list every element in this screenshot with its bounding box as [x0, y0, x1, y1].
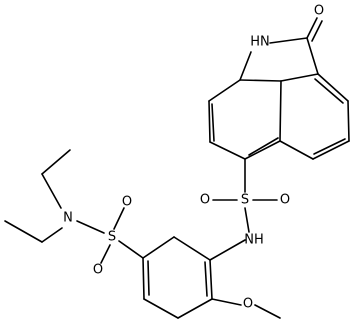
- sulfonyl-2-o-top-label: O: [122, 195, 132, 210]
- ring-bond: [209, 141, 246, 160]
- benzene-bond: [209, 259, 213, 300]
- sulfonyl-2-o-bottom-label: O: [93, 263, 103, 278]
- benzene-bond: [142, 257, 145, 300]
- sulfonyl-bond: [244, 207, 250, 233]
- sulfonyl-bond: [76, 220, 105, 234]
- lactam-bond: [269, 37, 308, 44]
- sulfonyl-2-s-label: S: [108, 230, 116, 245]
- benzene-bond: [173, 236, 211, 261]
- benzene-bond: [147, 260, 150, 296]
- methoxy-bond: [211, 298, 242, 306]
- sulfonyl-1-o-right-label: O: [280, 193, 290, 208]
- ethyl-bond: [41, 227, 63, 243]
- ethyl-bond: [41, 173, 62, 209]
- ring-bond: [208, 100, 211, 143]
- lactam-bond: [239, 51, 252, 81]
- ethyl-bond: [41, 149, 71, 175]
- ring-bond: [208, 79, 241, 102]
- benzene-bond: [177, 298, 213, 319]
- nh-aryl-bond: [209, 239, 246, 261]
- ring-bond: [211, 103, 215, 142]
- ring-bond: [317, 73, 349, 102]
- ring-bond: [279, 140, 314, 160]
- sulfonyl-1-o-left-label: O: [200, 193, 210, 208]
- sulfonamide-nh-label: NH: [244, 233, 264, 248]
- benzene-bond: [143, 298, 179, 319]
- ring-bond: [280, 73, 319, 82]
- ketone-oxygen-label: O: [314, 4, 324, 19]
- benzene-bond: [204, 261, 208, 297]
- benzene-bond: [142, 236, 175, 259]
- sulfonyl-bond: [113, 207, 125, 230]
- carbonyl-bond: [306, 17, 318, 39]
- carbonyl-bond-2: [311, 20, 323, 42]
- ring-bond: [244, 140, 281, 160]
- diethylamine-n-label: N: [63, 211, 73, 226]
- ring-bond: [239, 79, 282, 82]
- ethyl-bond: [4, 220, 43, 243]
- sulfonyl-bond: [118, 240, 144, 259]
- ring-bond: [248, 137, 279, 156]
- sulfonyl-bond: [100, 244, 111, 264]
- lactam-nh-label: HN: [250, 35, 270, 50]
- bond-lines: [4, 17, 350, 319]
- ring-bond: [347, 100, 350, 142]
- ring-bond: [279, 80, 282, 142]
- methoxy-bond: [254, 304, 281, 319]
- ring-bond: [313, 138, 346, 155]
- methoxy-o-label: O: [243, 297, 253, 312]
- ring-bond: [312, 140, 350, 160]
- lactam-bond: [306, 37, 319, 75]
- atom-labels: O HN O S O NH O S O N O: [63, 4, 324, 312]
- ring-bond: [314, 78, 344, 104]
- sulfonyl-1-s-label: S: [241, 193, 249, 208]
